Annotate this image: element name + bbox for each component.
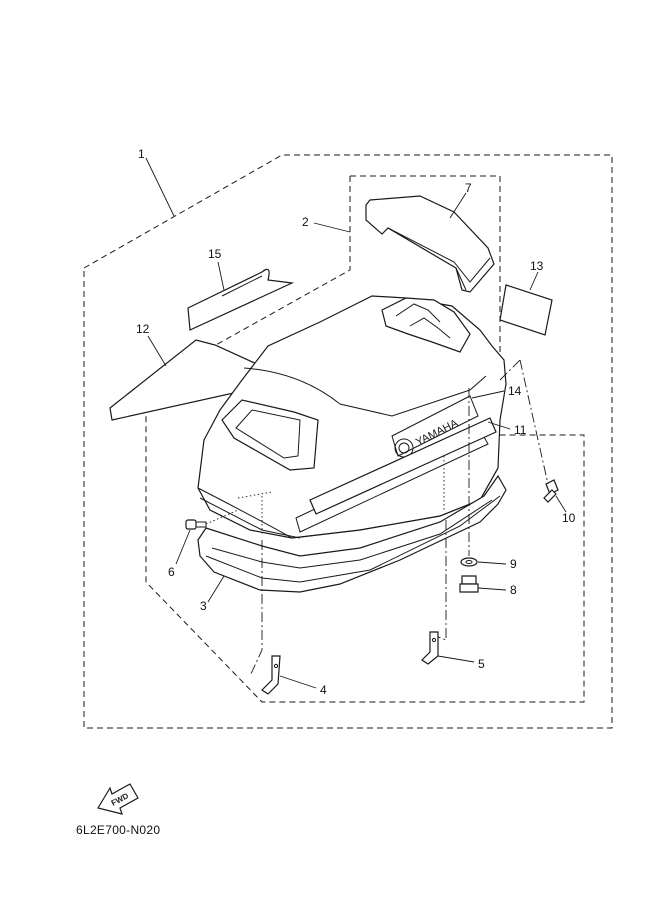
leader-4	[279, 675, 317, 689]
emblem-strip-11	[309, 417, 497, 515]
callout-3: 3	[200, 599, 207, 613]
leader-2	[313, 222, 351, 233]
callout-7: 7	[465, 181, 472, 195]
decal-12	[109, 339, 294, 421]
leader-14	[471, 390, 505, 399]
callout-2: 2	[302, 215, 309, 229]
callout-1: 1	[138, 147, 145, 161]
leader-1	[145, 157, 175, 217]
callout-13: 13	[530, 259, 544, 273]
bracket-5	[421, 631, 439, 665]
callout-15: 15	[208, 247, 222, 261]
bolt-8	[459, 575, 479, 593]
upper-cover-7	[365, 195, 495, 293]
callout-5: 5	[478, 657, 485, 671]
leader-7	[449, 192, 467, 219]
leader-6	[175, 529, 191, 565]
fwd-arrow-icon: FWD	[97, 783, 139, 815]
label-13	[499, 284, 553, 336]
callout-4: 4	[320, 683, 327, 697]
seal-3	[197, 474, 507, 593]
callout-14: 14	[508, 384, 522, 398]
leader-8	[477, 587, 507, 591]
screw-6	[185, 509, 239, 530]
bolt-10	[519, 359, 559, 503]
leader-10	[555, 495, 567, 513]
drawing-code: 6L2E700-N020	[76, 823, 161, 837]
callout-11: 11	[514, 423, 527, 437]
assembly-boundary-2	[145, 175, 585, 703]
top-cowling-2: YAMAHA	[197, 295, 507, 539]
assembly-boundary-1	[83, 154, 613, 729]
callout-8: 8	[510, 583, 517, 597]
leader-11	[487, 421, 511, 430]
leader-9	[477, 561, 507, 565]
leader-15	[217, 261, 225, 291]
washer-9	[460, 557, 478, 567]
leader-3	[207, 575, 225, 603]
leader-13	[529, 271, 539, 291]
callout-9: 9	[510, 557, 517, 571]
leader-12	[147, 335, 167, 367]
bracket-4	[261, 655, 281, 695]
callout-6: 6	[168, 565, 175, 579]
callout-10: 10	[562, 511, 576, 525]
leader-5	[437, 655, 475, 663]
decal-15	[187, 268, 295, 331]
callout-12: 12	[136, 322, 150, 336]
